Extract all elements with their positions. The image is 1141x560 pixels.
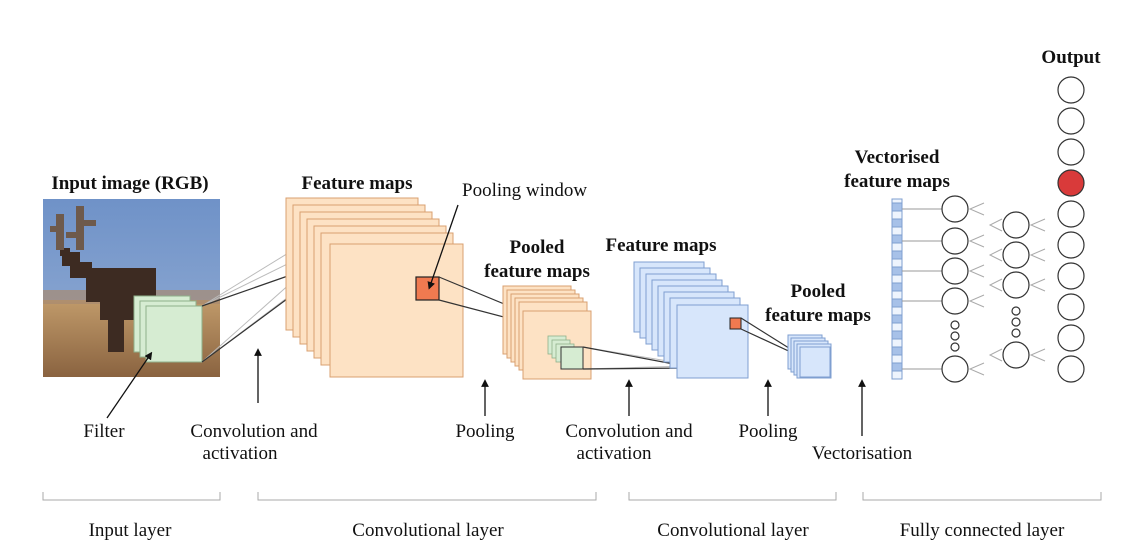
hidden1-neuron — [941, 227, 969, 255]
output-neuron-active — [1057, 169, 1085, 197]
output-neuron — [1057, 107, 1085, 135]
output-neuron — [1057, 200, 1085, 228]
hidden1-neuron — [941, 355, 969, 383]
feature-maps-1-stack — [285, 197, 464, 378]
output-neuron — [1057, 76, 1085, 104]
conv1-label-line1: Convolution and — [190, 421, 318, 442]
step-arrows — [106, 348, 866, 436]
pooled-maps-2-title-line2: feature maps — [765, 305, 871, 326]
input-image-title: Input image (RGB) — [51, 173, 208, 194]
pooled-maps-1-title-line2: feature maps — [484, 261, 590, 282]
fc-layer-label: Fully connected layer — [900, 520, 1065, 541]
vectorisation-label: Vectorisation — [812, 443, 913, 464]
pooled-maps-2-stack — [787, 334, 832, 379]
output-neuron — [1057, 262, 1085, 290]
filter-label: Filter — [83, 421, 125, 442]
input-layer-label: Input layer — [89, 520, 173, 541]
hidden1-neuron — [941, 195, 969, 223]
feature-maps-2-title: Feature maps — [606, 235, 717, 256]
output-title: Output — [1041, 47, 1101, 68]
vectorised-feature-column — [891, 198, 903, 380]
input-image — [43, 199, 220, 377]
output-neuron — [1057, 293, 1085, 321]
conv2-layer-bracket — [628, 492, 837, 501]
hidden-layer-2 — [1002, 211, 1030, 369]
hidden2-neuron — [1002, 271, 1030, 299]
conv1-label-line2: activation — [203, 443, 278, 464]
layer-brackets — [42, 492, 1102, 501]
pooling-window-highlight-2 — [729, 317, 742, 330]
output-neuron — [1057, 355, 1085, 383]
hidden2-incoming-arrows — [988, 218, 1046, 362]
hidden-layer-1 — [941, 195, 969, 383]
pooling-window-label: Pooling window — [462, 180, 587, 201]
output-neuron — [1057, 324, 1085, 352]
pooling1-label: Pooling — [455, 421, 515, 442]
pooling2-label: Pooling — [738, 421, 798, 442]
pooled-maps-2-title-line1: Pooled — [791, 281, 846, 302]
feature-maps-1-title: Feature maps — [302, 173, 413, 194]
pooling-window-highlight — [415, 276, 440, 301]
conv2-label-line1: Convolution and — [565, 421, 693, 442]
conv2-label-line2: activation — [577, 443, 652, 464]
vectorised-title-line2: feature maps — [844, 171, 950, 192]
antlers-icon — [50, 206, 96, 250]
vectorised-title-line1: Vectorised — [855, 147, 940, 168]
conv1-layer-label: Convolutional layer — [352, 520, 504, 541]
vector-to-hidden1-lines — [902, 208, 942, 370]
filter-stack-2 — [547, 335, 584, 370]
filter-arrow — [106, 351, 153, 419]
pooling-window-pointer — [427, 204, 459, 290]
hidden2-neuron — [1002, 241, 1030, 269]
hidden1-neuron — [941, 287, 969, 315]
hidden2-neuron — [1002, 211, 1030, 239]
filter-stack — [133, 295, 203, 363]
feature-maps-2-stack — [633, 261, 749, 379]
hidden2-neuron — [1002, 341, 1030, 369]
pooled-maps-1-title-line1: Pooled — [510, 237, 565, 258]
fc-layer-bracket — [862, 492, 1102, 501]
output-layer — [1057, 76, 1085, 383]
hidden1-incoming-arrows — [968, 202, 985, 376]
input-layer-bracket — [42, 492, 221, 501]
conv1-layer-bracket — [257, 492, 597, 501]
hidden1-neuron — [941, 257, 969, 285]
output-neuron — [1057, 231, 1085, 259]
output-neuron — [1057, 138, 1085, 166]
conv2-layer-label: Convolutional layer — [657, 520, 809, 541]
